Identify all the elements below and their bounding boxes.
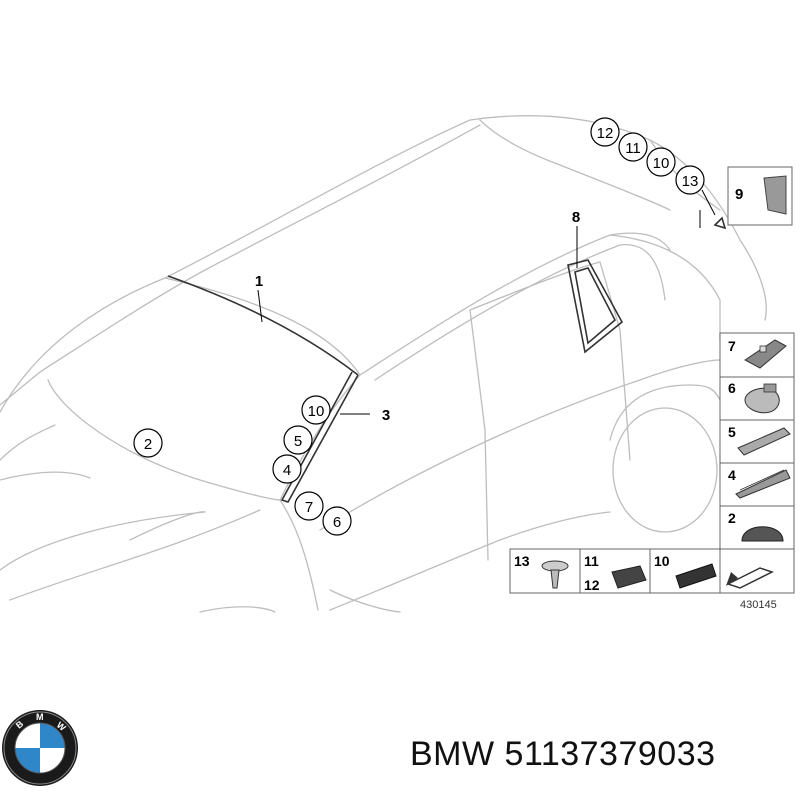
a-pillar-trim xyxy=(280,371,359,503)
foam-block-icon xyxy=(675,563,717,589)
reference-number: 430145 xyxy=(740,599,777,611)
callout-7: 7 xyxy=(305,499,313,516)
callout-circle-10b xyxy=(646,147,676,177)
part-9-icon xyxy=(763,175,787,215)
callout-2: 2 xyxy=(144,436,152,453)
highlighted-parts xyxy=(167,216,727,503)
part-number-caption: BMW 51137379033 xyxy=(410,735,716,773)
screw-icon xyxy=(541,560,569,589)
legend-right-7: 7 xyxy=(728,338,736,354)
callout-4: 4 xyxy=(283,462,291,479)
callout-13: 13 xyxy=(682,173,699,190)
callout-10b: 10 xyxy=(653,155,670,172)
callout-circle-12 xyxy=(590,117,620,147)
callout-11: 11 xyxy=(625,140,641,157)
callout-12: 12 xyxy=(597,125,614,142)
callout-10a: 10 xyxy=(308,403,325,420)
callout-3: 3 xyxy=(382,407,390,424)
callout-1: 1 xyxy=(255,273,263,290)
logo-letter-m: M xyxy=(36,712,44,722)
callout-labels: 1 2 3 10 5 4 7 6 8 12 11 10 13 xyxy=(144,125,699,531)
callout-circle-7 xyxy=(294,491,324,521)
legend-right-2: 2 xyxy=(728,510,736,526)
grommet-icon xyxy=(744,383,780,414)
leader-lines xyxy=(257,189,762,415)
seal-strip-icon xyxy=(737,427,791,456)
legend-right-6: 6 xyxy=(728,380,736,396)
legend-right-4: 4 xyxy=(728,467,736,483)
clip-icon xyxy=(744,339,787,369)
legend-bottom-13: 13 xyxy=(514,553,530,569)
dome-icon xyxy=(741,526,784,542)
rear-quarter-window xyxy=(567,259,624,354)
callouts xyxy=(133,117,705,536)
windshield-moulding xyxy=(167,275,359,376)
callout-circle-11 xyxy=(618,132,648,162)
callout-circle-6 xyxy=(322,506,352,536)
trim-strip-icon xyxy=(735,469,791,499)
bmw-logo: B M W xyxy=(2,710,78,786)
callout-circle-4 xyxy=(272,454,302,484)
part-9-number: 9 xyxy=(735,186,743,203)
adhesive-pad-icon xyxy=(611,565,647,589)
callout-6: 6 xyxy=(333,514,341,531)
callout-8: 8 xyxy=(572,209,580,226)
part-9-tab xyxy=(713,216,727,230)
callout-circle-13 xyxy=(675,165,705,195)
callout-circle-2 xyxy=(133,428,163,458)
callout-circle-5 xyxy=(283,425,313,455)
legend-bottom-10: 10 xyxy=(654,553,670,569)
part-9-box: 9 xyxy=(727,166,793,226)
callout-5: 5 xyxy=(294,433,302,450)
legend-bottom-11: 11 xyxy=(584,553,599,569)
callout-circle-10a xyxy=(301,395,331,425)
logo-letter-b: B xyxy=(14,718,26,730)
legend-bottom-12: 12 xyxy=(584,577,600,593)
legend-bottom: 13 11 12 10 xyxy=(509,548,795,594)
arrow-icon xyxy=(726,567,774,589)
legend-right-5: 5 xyxy=(728,424,736,440)
legend-right: 7 6 5 4 2 xyxy=(719,332,795,550)
rear-quarter-window-inner xyxy=(574,267,617,345)
car-outline xyxy=(0,115,767,613)
